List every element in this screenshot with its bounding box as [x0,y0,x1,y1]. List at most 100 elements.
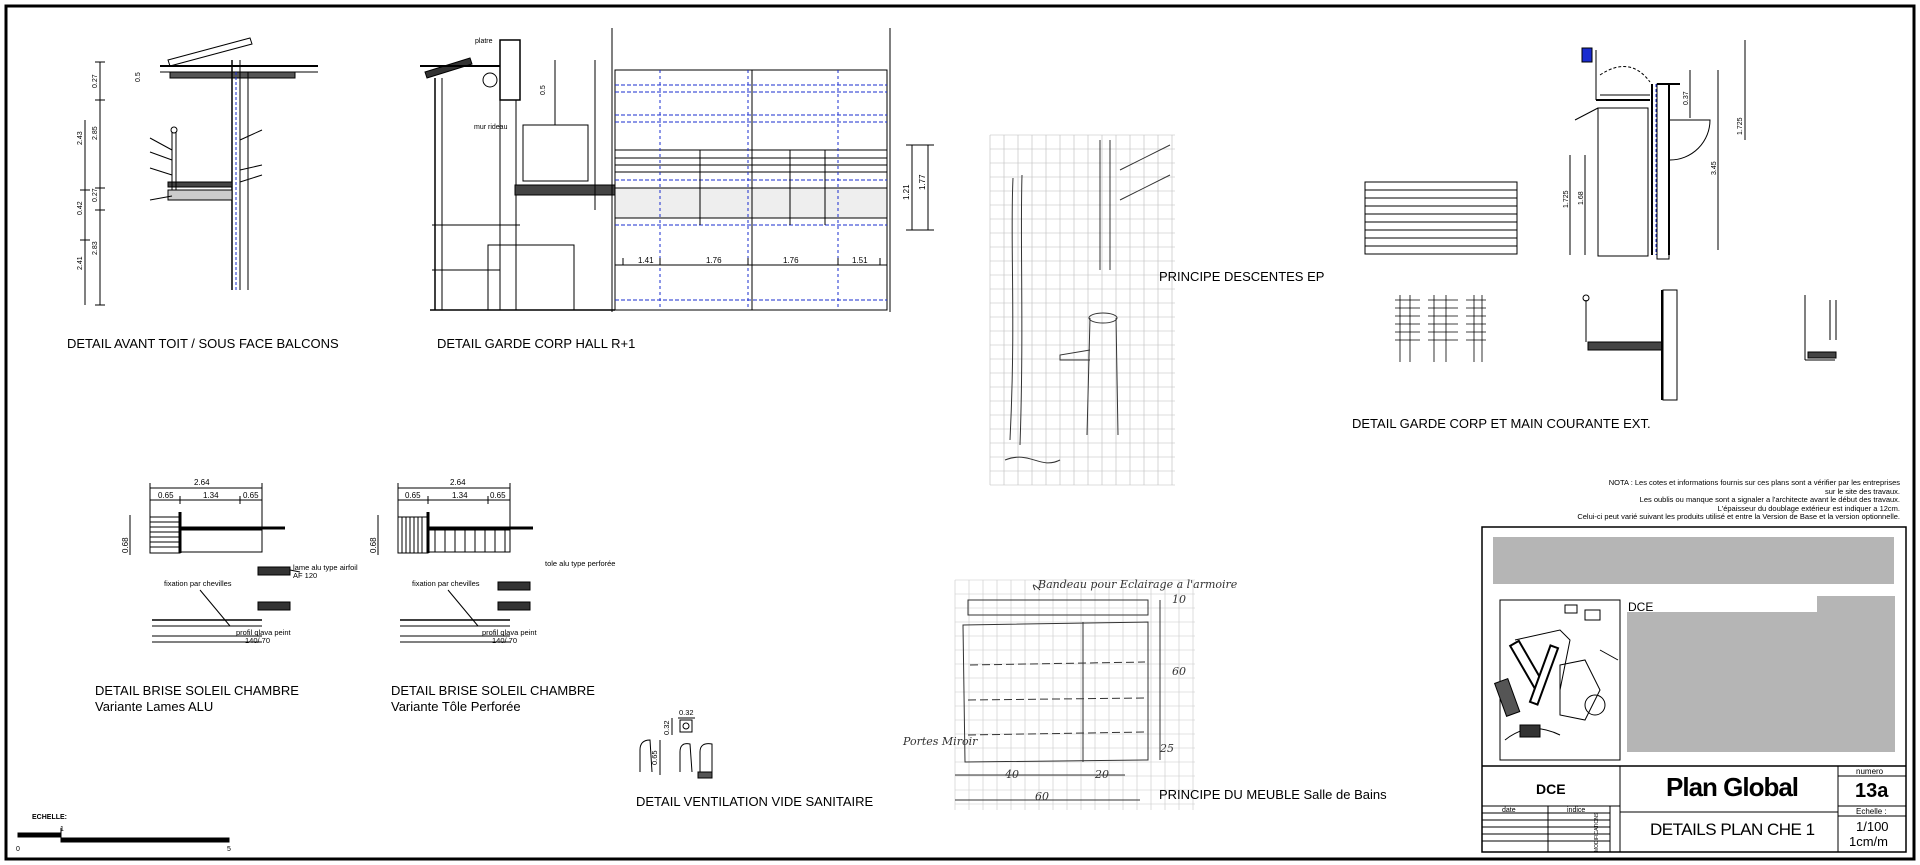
meuble-dim-60: 60 [1172,665,1186,678]
svg-text:2.43: 2.43 [77,131,84,145]
bs1-profil: profil glava peint [236,628,292,637]
svg-text:1.725: 1.725 [1563,190,1570,208]
brise-soleil-1-drawing [129,483,301,643]
bs2-dim-3: 0.65 [490,491,506,500]
brise-soleil-1-title: DETAIL BRISE SOLEIL CHAMBRE [95,683,299,698]
title-meuble: PRINCIPE DU MEUBLE Salle de Bains [1159,787,1387,802]
hall-vdim-2: 1.77 [918,174,927,190]
svg-text:0.5: 0.5 [135,72,142,82]
meuble-dim-20: 20 [1094,768,1109,781]
hall-labels: platre mur rideau 0.5 [474,38,547,131]
meuble-dim-40: 40 [1004,768,1019,781]
title-descentes-ep: PRINCIPE DESCENTES EP [1159,269,1325,284]
bs1-height: 0.68 [121,537,130,553]
title-ventilation: DETAIL VENTILATION VIDE SANITAIRE [636,794,874,809]
bs2-dim-1: 0.65 [405,491,421,500]
scale-tick-1: 1 [60,826,64,833]
bs1-fixation: fixation par chevilles [164,579,232,588]
nota-line-1: NOTA : Les cotes et informations fournis… [1608,478,1900,487]
bs2-profil: profil glava peint [482,628,538,637]
hall-dim-4: 1.51 [852,256,868,265]
sheet-border [4,4,1916,861]
title-garde-corp-ext: DETAIL GARDE CORP ET MAIN COURANTE EXT. [1352,416,1651,431]
brise-soleil-2-title: DETAIL BRISE SOLEIL CHAMBRE [391,683,595,698]
bs2-dim-2: 1.34 [452,491,468,500]
svg-text:0.37: 0.37 [1683,91,1690,105]
brise-soleil-2-labels: 2.64 0.65 1.34 0.65 0.68 tole alu type p… [369,478,615,645]
title-avant-toit: DETAIL AVANT TOIT / SOUS FACE BALCONS [67,336,339,351]
brise-soleil-1-labels: 2.64 0.65 1.34 0.65 0.68 lame alu type a… [121,478,358,645]
svg-text:2.83: 2.83 [92,241,99,255]
detail-garde-corp-hall-drawing [420,39,616,311]
bs1-af: AF 120 [293,571,317,580]
meuble-dim-10: 10 [1172,593,1186,606]
hall-dim-1: 1.41 [638,256,654,265]
bs2-profil-dim: 140/ 70 [492,636,517,645]
title-block-modifications: MODIFICATIONS [1594,812,1600,852]
scale-bar [17,828,230,843]
bs1-total-dim: 2.64 [194,478,210,487]
descentes-ep-sketch [989,134,1175,486]
title-block-project: Plan Global [1666,772,1799,802]
svg-text:0.5: 0.5 [540,85,547,95]
platre-label: platre [475,38,493,45]
title-garde-corp-hall: DETAIL GARDE CORP HALL R+1 [437,336,636,351]
title-block-phase-header: DCE [1628,600,1654,614]
meuble-dim-60b: 60 [1035,790,1049,803]
title-brise-soleil-1: DETAIL BRISE SOLEIL CHAMBRE Variante Lam… [95,683,299,715]
nota-line-3: Les oublis ou manque sont a signaler a l… [1639,495,1900,504]
detail-garde-corp-ext-drawing [1364,40,1837,401]
hall-elevation-dims: 1.41 1.76 1.76 1.51 1.21 1.77 [638,174,927,265]
title-block-phase: DCE [1536,781,1566,797]
title-block-col-indice: indice [1567,807,1586,814]
vent-height: 0.65 [650,750,659,765]
svg-text:1.68: 1.68 [1578,191,1585,205]
bs1-lame-alu: lame alu type airfoil [293,563,358,572]
title-block [1481,526,1907,853]
brise-soleil-2-variant: Variante Tôle Perforée [391,699,521,714]
bs1-dim-2: 1.34 [203,491,219,500]
vent-dim-v: 0.32 [662,720,671,735]
brise-soleil-2-drawing [377,483,533,643]
title-block-sheet-title: DETAILS PLAN CHE 1 [1650,820,1815,839]
title-block-echelle-unit: 1cm/m [1849,834,1888,849]
hall-dim-2: 1.76 [706,256,722,265]
title-block-numero: 13a [1855,780,1889,802]
svg-text:2.41: 2.41 [77,256,84,270]
svg-text:0.42: 0.42 [77,201,84,215]
site-plan-thumb [1493,604,1619,741]
vent-dim: 0.32 [679,708,694,717]
svg-text:0.27: 0.27 [92,188,99,202]
nota-block: NOTA : Les cotes et informations fournis… [1480,478,1900,522]
bs2-tole-alu: tole alu type perforée [545,559,615,568]
hall-vdim-1: 1.21 [902,184,911,200]
bs2-total-dim: 2.64 [450,478,466,487]
nota-line-4: L'épaisseur du doublage extérieur est in… [1717,503,1900,513]
title-block-echelle: 1/100 [1856,819,1889,834]
nota-line-2: sur le site des travaux. [1824,486,1900,496]
meuble-labels: Bandeau pour Eclairage a l'armoire Porte… [902,578,1238,803]
detail-avant-toit-dims: 0.27 2.85 2.43 0.27 0.42 2.83 2.41 0.5 [77,72,142,270]
scale-tick-5: 5 [227,846,231,853]
meuble-portes: Portes Miroir [902,735,978,748]
ventilation-labels: 0.32 0.32 0.65 [650,708,694,765]
title-block-numero-label: numero [1856,767,1884,776]
bs2-height: 0.68 [369,537,378,553]
scale-label: ECHELLE: [32,814,67,821]
hall-dim-3: 1.76 [783,256,799,265]
svg-text:0.27: 0.27 [92,74,99,88]
meuble-dim-25: 25 [1159,742,1174,755]
bs1-dim-1: 0.65 [158,491,174,500]
svg-text:2.85: 2.85 [92,126,99,140]
svg-text:3.45: 3.45 [1711,161,1718,175]
nota-line-5: Celui-ci peut varié suivant les produits… [1577,512,1900,521]
bs1-profil-dim: 140/ 70 [245,636,270,645]
title-block-echelle-label: Echelle : [1856,807,1887,816]
scale-tick-0: 0 [16,846,20,853]
garde-corp-ext-dims: 0.37 1.725 3.45 1.725 1.68 [1563,91,1744,208]
meuble-bandeau: Bandeau pour Eclairage a l'armoire [1037,578,1238,591]
descentes-ep-strokes [1004,140,1171,464]
brise-soleil-1-variant: Variante Lames ALU [95,699,214,714]
ventilation-drawing [639,717,713,779]
